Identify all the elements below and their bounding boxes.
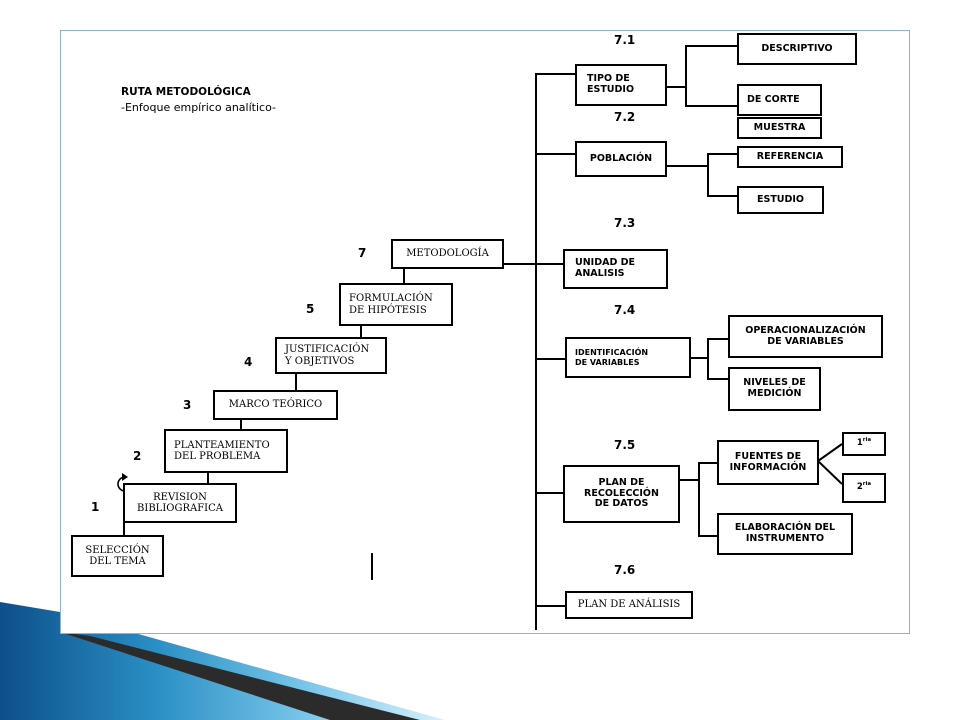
recoleccion-connector <box>679 479 699 481</box>
tipo-vertical <box>685 45 687 107</box>
box-descriptivo: DESCRIPTIVO <box>737 33 857 65</box>
poblacion-to-referencia <box>707 153 738 155</box>
box-operacionalizacion: OPERACIONALIZACIÓN DE VARIABLES <box>728 315 883 358</box>
recoleccion-to-fuentes <box>698 462 718 464</box>
variables-connector <box>690 357 708 359</box>
diagram-heading: RUTA METODOLÓGICA <box>121 86 251 98</box>
step-number-5: 5 <box>306 302 315 316</box>
box-fuentes-informacion: FUENTES DE INFORMACIÓN <box>717 440 819 485</box>
section-number-7-1: 7.1 <box>614 33 636 47</box>
step-formulacion-hipotesis: FORMULACIÓN DE HIPÓTESIS <box>339 283 453 326</box>
box-de-corte: DE CORTE <box>737 84 822 116</box>
branch-7-1 <box>535 73 575 75</box>
box-estudio: ESTUDIO <box>737 186 824 214</box>
box-muestra: MUESTRA <box>737 117 822 139</box>
fuente-primaria-number: 1 <box>856 438 863 449</box>
box-plan-analisis: PLAN DE ANÁLISIS <box>565 591 693 619</box>
section-number-7-3: 7.3 <box>614 216 636 230</box>
main-trunk-line <box>535 73 537 630</box>
box-fuente-secundaria: 2ria <box>842 473 886 503</box>
box-referencia: REFERENCIA <box>737 146 843 168</box>
step-seleccion-tema: SELECCIÓN DEL TEMA <box>71 535 164 577</box>
variables-vertical <box>707 338 709 380</box>
tipo-connector <box>666 86 686 88</box>
step-connector-5 <box>360 325 362 337</box>
step-number-7: 7 <box>358 246 367 260</box>
box-elaboracion-instrumento: ELABORACIÓN DEL INSTRUMENTO <box>717 513 853 555</box>
section-number-7-2: 7.2 <box>614 110 636 124</box>
recoleccion-vertical <box>698 462 700 537</box>
step-number-2: 2 <box>133 449 142 463</box>
step-connector-3 <box>240 419 242 429</box>
step-marco-teorico: MARCO TEÓRICO <box>213 390 338 420</box>
branch-7-4 <box>535 358 565 360</box>
branch-7-6 <box>535 605 565 607</box>
variables-to-niveles <box>707 378 729 380</box>
branch-7-2 <box>535 153 575 155</box>
box-tipo-estudio: TIPO DE ESTUDIO <box>575 64 667 106</box>
diagram-subheading: -Enfoque empírico analítico- <box>121 101 276 114</box>
fuente-secundaria-suffix: ria <box>862 481 872 488</box>
poblacion-connector <box>666 165 708 167</box>
poblacion-to-estudio <box>707 195 738 197</box>
poblacion-vertical <box>707 153 709 197</box>
step-connector-6 <box>403 268 405 284</box>
fuente-primaria-suffix: ria <box>862 437 872 444</box>
step-revision-bibliografica: REVISION BIBLIOGRAFICA <box>123 483 237 523</box>
step-connector-1 <box>123 522 125 536</box>
tipo-to-decorte <box>685 105 738 107</box>
step-metodologia: METODOLOGÍA <box>391 239 504 269</box>
step-justificacion: JUSTIFICACIÓN Y OBJETIVOS <box>275 337 387 374</box>
box-unidad-analisis: UNIDAD DE ANALISIS <box>563 249 668 289</box>
step-connector-4 <box>295 373 297 391</box>
step-number-1: 1 <box>91 500 100 514</box>
fuente-secundaria-number: 2 <box>856 482 863 493</box>
box-identificacion-variables: IDENTIFICACIÓN DE VARIABLES <box>565 337 691 378</box>
recoleccion-to-elaboracion <box>698 535 718 537</box>
step-planteamiento: PLANTEAMIENTO DEL PROBLEMA <box>164 429 288 473</box>
metodologia-connector <box>503 263 563 265</box>
box-fuente-primaria: 1ria <box>842 432 886 456</box>
step-number-4: 4 <box>244 355 253 369</box>
box-niveles-medicion: NIVELES DE MEDICIÓN <box>728 367 821 411</box>
section-number-7-5: 7.5 <box>614 438 636 452</box>
box-poblacion: POBLACIÓN <box>575 141 667 177</box>
step-number-3: 3 <box>183 398 192 412</box>
section-number-7-4: 7.4 <box>614 303 636 317</box>
box-plan-recoleccion: PLAN DE RECOLECCIÓN DE DATOS <box>563 465 680 523</box>
branch-7-5 <box>535 492 565 494</box>
variables-to-oper <box>707 338 729 340</box>
step-connector-2 <box>207 472 209 484</box>
section-number-7-6: 7.6 <box>614 563 636 577</box>
stray-mark <box>371 553 373 580</box>
tipo-to-descriptivo <box>685 45 738 47</box>
